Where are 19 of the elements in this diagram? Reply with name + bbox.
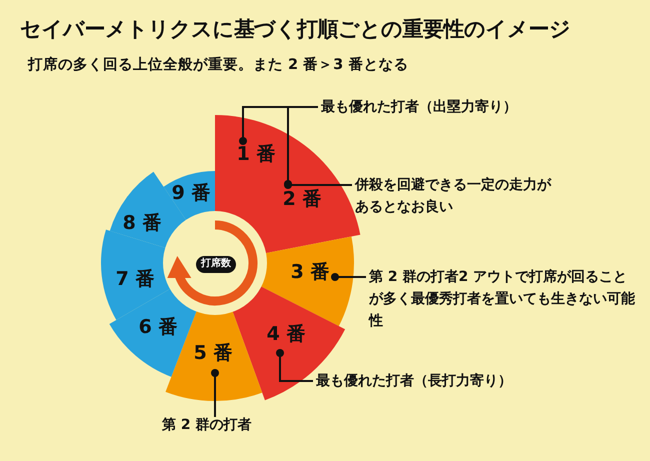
batting-order-label: 1 番 — [236, 145, 276, 164]
subtitle: 打席の多く回る上位全般が重要。また 2 番＞3 番となる — [28, 55, 408, 75]
plate-appearances-pill: 打席数 — [196, 256, 236, 272]
annotation-text: 併殺を回避できる一定の走力があるとなお良い — [355, 174, 555, 218]
batting-order-label: 8 番 — [122, 214, 162, 233]
batting-order-label: 6 番 — [138, 318, 178, 337]
leader-line — [211, 369, 219, 417]
title: セイバーメトリクスに基づく打順ごとの重要性のイメージ — [20, 16, 570, 43]
annotation-text: 最も優れた打者（出塁力寄り） — [321, 96, 551, 118]
batting-order-label: 5 番 — [193, 344, 233, 363]
batting-order-label: 9 番 — [171, 184, 211, 203]
annotation-text: 最も優れた打者（長打力寄り） — [316, 370, 556, 392]
annotation-text: 第 2 群の打者2 アウトで打席が回ることが多く最優秀打者を置いても生きない可能性 — [369, 266, 635, 332]
batting-order-label: 7 番 — [115, 270, 155, 289]
leader-line — [284, 181, 352, 189]
batting-order-label: 4 番 — [266, 325, 306, 344]
batting-order-label: 2 番 — [282, 190, 322, 209]
annotation-text: 第 2 群の打者 — [162, 414, 272, 436]
batting-order-label: 3 番 — [290, 263, 330, 282]
